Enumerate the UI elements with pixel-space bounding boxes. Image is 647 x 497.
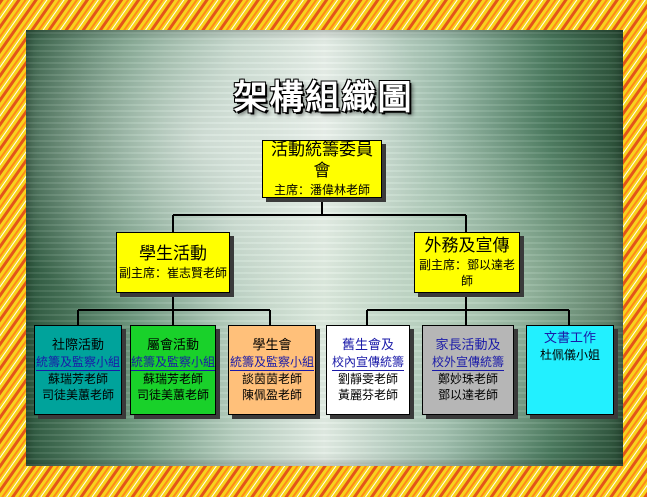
committee-chair: 主席：潘偉林老師 — [273, 183, 370, 197]
alumni-publicity-title: 舊生會及 — [341, 338, 394, 353]
clerical-member: 杜佩儀小姐 — [539, 348, 600, 362]
student-union-box: 學生會 統籌及監察小組 談茵茵老師 陳佩盈老師 — [228, 325, 316, 415]
club-activities-member-1: 蘇瑞芳老師 — [142, 372, 203, 386]
alumni-publicity-member-1: 劉靜雯老師 — [337, 372, 398, 386]
student-activities-box: 學生活動 副主席：崔志賢老師 — [116, 232, 230, 293]
parent-publicity-title: 家長活動及 — [435, 338, 501, 353]
parent-publicity-box: 家長活動及 校外宣傳統籌 鄭妙珠老師 鄧以達老師 — [422, 325, 514, 415]
student-activities-name: 學生活動 — [139, 244, 207, 264]
clerical-box: 文書工作 杜佩儀小姐 — [526, 325, 614, 415]
student-union-title: 學生會 — [252, 338, 292, 353]
clerical-title: 文書工作 — [543, 331, 596, 346]
club-activities-subtitle: 統籌及監察小組 — [131, 355, 216, 371]
external-affairs-box: 外務及宣傳 副主席：鄧以達老師 — [414, 232, 520, 293]
committee-name: 活動統籌委員會 — [271, 140, 373, 181]
alumni-publicity-member-2: 黃麗芬老師 — [337, 388, 398, 402]
student-union-member-1: 談茵茵老師 — [241, 372, 302, 386]
club-activities-member-2: 司徒美蕙老師 — [136, 388, 209, 402]
alumni-publicity-subtitle: 校內宣傳統籌 — [331, 355, 404, 371]
club-activities-box: 屬會活動 統籌及監察小組 蘇瑞芳老師 司徒美蕙老師 — [130, 325, 216, 415]
student-activities-vice-chair: 副主席：崔志賢老師 — [118, 266, 227, 280]
house-activities-subtitle: 統籌及監察小組 — [35, 355, 120, 371]
external-affairs-vice-chair: 副主席：鄧以達老師 — [418, 258, 515, 288]
committee-box: 活動統籌委員會 主席：潘偉林老師 — [262, 140, 382, 198]
external-affairs-name: 外務及宣傳 — [424, 236, 510, 256]
house-activities-member-2: 司徒美蕙老師 — [41, 388, 114, 402]
student-union-subtitle: 統籌及監察小組 — [229, 355, 314, 371]
house-activities-title: 社際活動 — [51, 338, 104, 353]
chart-title: 架構組織圖 — [233, 78, 414, 118]
house-activities-box: 社際活動 統籌及監察小組 蘇瑞芳老師 司徒美蕙老師 — [34, 325, 122, 415]
alumni-publicity-box: 舊生會及 校內宣傳統籌 劉靜雯老師 黃麗芬老師 — [326, 325, 410, 415]
house-activities-member-1: 蘇瑞芳老師 — [47, 372, 108, 386]
club-activities-title: 屬會活動 — [146, 338, 199, 353]
parent-publicity-subtitle: 校外宣傳統籌 — [431, 355, 504, 371]
parent-publicity-member-1: 鄭妙珠老師 — [437, 372, 498, 386]
student-union-member-2: 陳佩盈老師 — [241, 388, 302, 402]
parent-publicity-member-2: 鄧以達老師 — [437, 388, 498, 402]
